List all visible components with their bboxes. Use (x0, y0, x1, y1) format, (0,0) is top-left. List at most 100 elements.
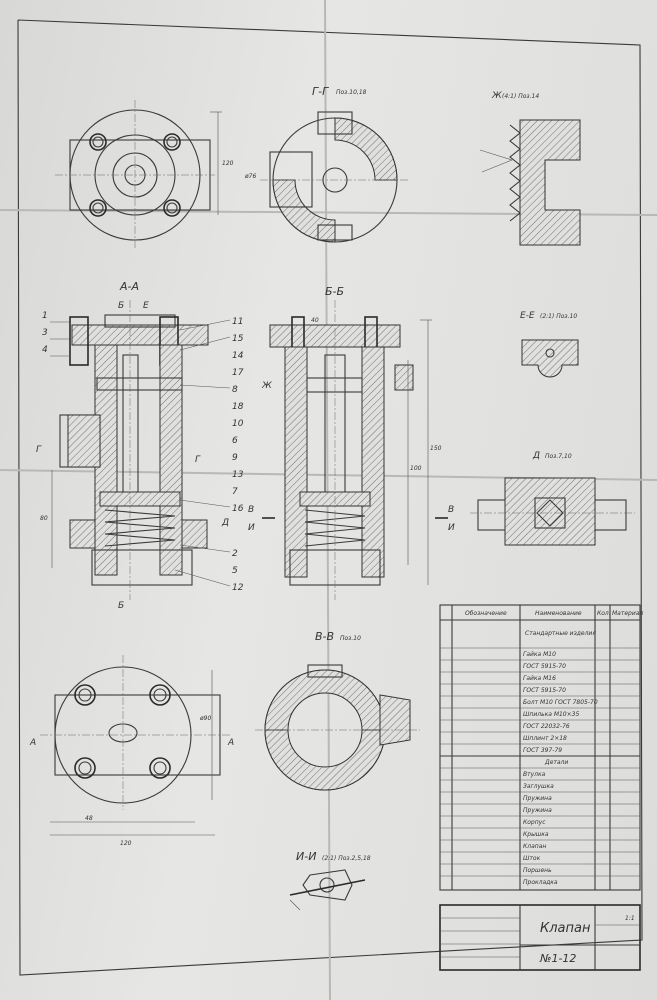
left-callouts: 1 3 4 (42, 311, 70, 357)
section-vv-view: В-В Поз.10 (255, 630, 420, 791)
section-vv-label: В-В (315, 630, 334, 643)
callout-9: 9 (232, 453, 238, 463)
section-aa-label: А-А (119, 280, 139, 293)
spec-standard-rows: Гайка М10 ГОСТ 5915-70 Гайка М16 ГОСТ 59… (440, 647, 640, 754)
dimension-48: 48 (85, 815, 93, 822)
dimension-76: ø76 (244, 173, 256, 180)
section-ii-view: И-И (2:1) Поз.2,5,18 (289, 850, 371, 911)
marker-g-left: Г (36, 445, 42, 455)
section-ee-position: (2:1) Поз.10 (540, 313, 577, 320)
marker-i-left: И (248, 523, 255, 533)
callout-7: 7 (232, 487, 238, 497)
spec-part-rows: Втулка Заглушка Пружина Пружина Корпус К… (440, 767, 640, 886)
callout-14: 14 (232, 351, 244, 361)
dimension-120: 120 (222, 160, 234, 167)
spec-row: Прокладка (523, 879, 558, 886)
spec-row: Шток (523, 855, 541, 862)
marker-a-left: А (29, 738, 36, 748)
callout-13: 13 (232, 470, 244, 480)
spec-header-designation: Обозначение (465, 610, 507, 617)
marker-a-right: А (227, 738, 234, 748)
spec-row: ГОСТ 5915-70 (523, 687, 566, 694)
spec-row: Болт М10 ГОСТ 7805-70 (523, 699, 598, 706)
spec-header-material: Материал (612, 610, 643, 617)
dimension-90: ø90 (199, 715, 211, 722)
spec-row: Заглушка (523, 783, 554, 790)
section-bb-view: Ж 150 100 В И В И (248, 300, 455, 600)
view-d: Д Поз.7,10 (470, 451, 635, 546)
callout-18: 18 (232, 402, 244, 412)
marker-e-top: Е (143, 301, 149, 311)
spec-row: ГОСТ 397-79 (523, 747, 562, 754)
callout-17: 17 (232, 368, 244, 378)
dimension-120b: 120 (120, 840, 132, 847)
spec-row: Корпус (523, 819, 546, 826)
bottom-view: А А 48 120 ø90 (29, 655, 234, 847)
callout-6: 6 (232, 436, 238, 446)
view-zh-position: (4:1) Поз.14 (502, 93, 539, 100)
callout-15: 15 (232, 334, 244, 344)
callout-12: 12 (232, 583, 244, 593)
dimension-40: 40 (311, 317, 319, 324)
callout-4: 4 (42, 345, 48, 355)
spec-row: Втулка (523, 771, 546, 778)
section-ee-view: Е-Е (2:1) Поз.10 (520, 311, 579, 378)
callout-11: 11 (232, 317, 243, 327)
spec-row: Пружина (523, 795, 552, 802)
marker-zh: Ж (261, 381, 272, 391)
spec-header-qty: Кол. (597, 610, 611, 617)
callout-10: 10 (232, 419, 244, 429)
spec-row: Гайка М10 (523, 651, 556, 658)
view-d-position: Поз.7,10 (545, 453, 572, 460)
title-name: Клапан (540, 921, 591, 936)
dimension-100: 100 (410, 465, 422, 472)
marker-v-right: В (448, 505, 454, 515)
callout-2: 2 (232, 549, 238, 559)
section-ii-label: И-И (296, 850, 316, 863)
title-number: №1-12 (539, 952, 576, 965)
section-gg-label: Г-Г (312, 85, 329, 98)
view-d-label: Д (532, 451, 540, 461)
spec-row: Пружина (523, 807, 552, 814)
marker-v-left: В (248, 505, 254, 515)
spec-table: Обозначение Наименование Кол. Материал С… (439, 604, 643, 891)
spec-row: ГОСТ 22032-76 (523, 723, 570, 730)
view-zh-label: Ж (491, 91, 502, 101)
top-view (55, 100, 222, 250)
section-aa-view: Б Е 80 Г Г Д Б (36, 300, 229, 611)
spec-row: Клапан (523, 843, 546, 850)
section-gg-position: Поз.10,18 (336, 89, 367, 96)
marker-d: Д (221, 518, 229, 528)
spec-section-parts: Детали (544, 759, 568, 766)
spec-row: ГОСТ 5915-70 (523, 663, 566, 670)
section-vv-position: Поз.10 (340, 635, 361, 642)
right-callouts: 11 15 14 17 8 18 10 6 9 13 7 16 2 5 12 (174, 317, 244, 593)
spec-section-standard: Стандартные изделия (525, 630, 596, 637)
spec-row: Шплинт 2×18 (523, 735, 567, 742)
section-ee-label: Е-Е (520, 311, 535, 321)
title-sheet: 1:1 (625, 915, 635, 922)
spec-row: Гайка М16 (523, 675, 556, 682)
spec-row: Шпилька М10×35 (523, 711, 579, 718)
title-block: Клапан №1-12 1:1 (439, 904, 641, 971)
spec-row: Поршень (523, 867, 552, 874)
marker-b-bottom: Б (118, 601, 124, 611)
marker-i-right: И (448, 523, 455, 533)
callout-8: 8 (232, 385, 238, 395)
section-ii-position: (2:1) Поз.2,5,18 (322, 855, 371, 862)
marker-g-right: Г (195, 455, 201, 465)
spec-row: Крышка (523, 831, 549, 838)
marker-b-top: Б (118, 301, 124, 311)
view-zh: Ж (4:1) Поз.14 (479, 91, 581, 246)
callout-1: 1 (42, 311, 48, 321)
dimension-150: 150 (430, 445, 442, 452)
dimension-80: 80 (40, 515, 48, 522)
callout-3: 3 (42, 328, 48, 338)
section-bb-label: Б-Б (325, 285, 344, 298)
spec-header-name: Наименование (535, 610, 582, 617)
callout-16: 16 (232, 504, 244, 514)
callout-5: 5 (232, 566, 238, 576)
section-gg-view: Г-Г Поз.10,18 ø76 (244, 85, 410, 243)
